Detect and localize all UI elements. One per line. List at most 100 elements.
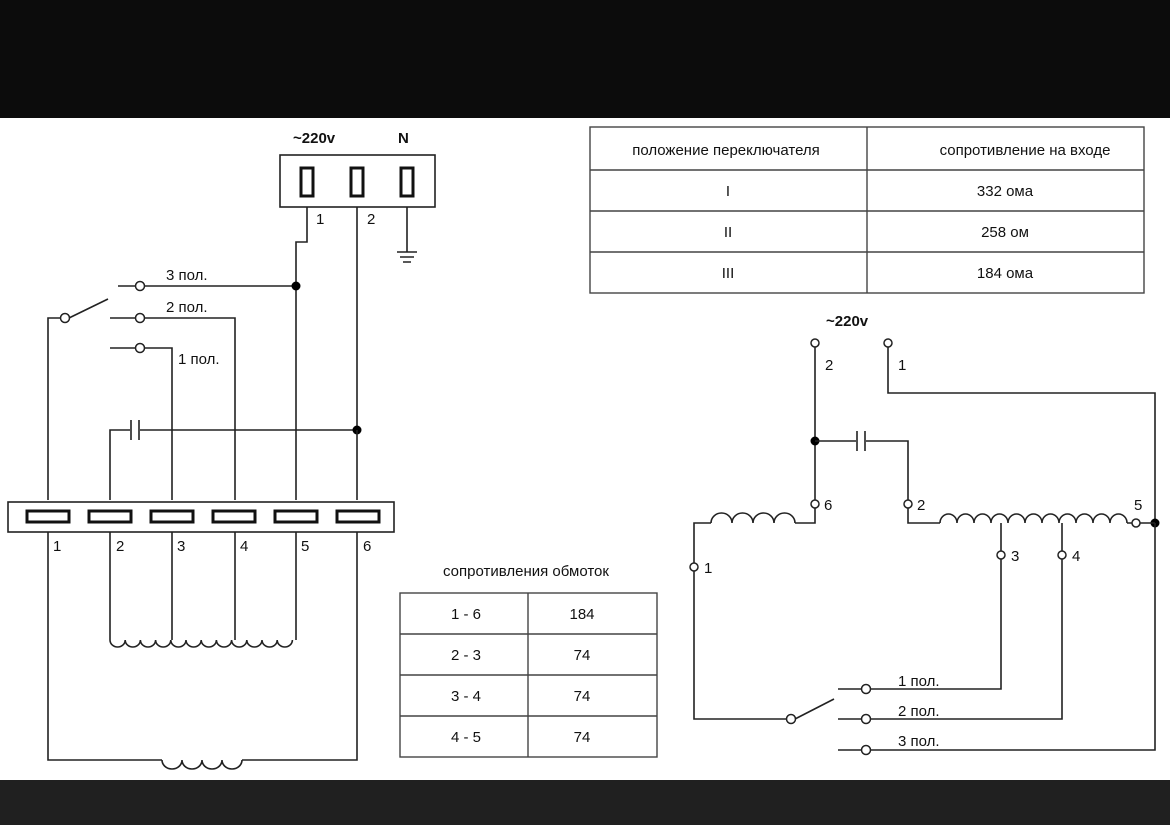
terminal-label-3: 3 — [177, 538, 185, 555]
switch-common-wire — [47, 317, 60, 500]
switch-pos-label-1: 1 пол. — [178, 351, 220, 368]
winding-terminal-3 — [996, 550, 1006, 560]
switch-common-contact — [59, 312, 71, 324]
wire-to-position-1 — [871, 559, 1002, 690]
terminal-6 — [335, 509, 381, 524]
table-cell: 3 - 4 — [451, 688, 481, 705]
socket-pin-label-2: 2 — [367, 211, 375, 228]
winding-terminal-4 — [1057, 550, 1067, 560]
input-terminal-label-2: 2 — [825, 357, 833, 374]
capacitor-wire-right — [866, 440, 909, 500]
table-cell: 1 - 6 — [451, 606, 481, 623]
winding-terminal-2 — [903, 499, 913, 509]
neutral-label: N — [398, 130, 409, 147]
capacitor-symbol — [130, 420, 140, 440]
table-grid — [590, 127, 1144, 293]
terminal-3 — [149, 509, 195, 524]
start-winding-coil — [710, 512, 796, 524]
start-winding-coil — [161, 759, 243, 770]
start-winding-lead-6 — [795, 508, 816, 524]
header-input-resistance: сопротивление на входе — [940, 142, 1111, 159]
terminal-label-5: 5 — [301, 538, 309, 555]
table-cell: 74 — [574, 688, 591, 705]
table-cell: 184 — [569, 606, 594, 623]
table-cell: II — [724, 224, 732, 241]
table-cell: 2 - 3 — [451, 647, 481, 664]
junction-dot — [291, 281, 301, 291]
switch-pos-label-3: 3 пол. — [166, 267, 208, 284]
capacitor-symbol — [856, 431, 866, 451]
winding-terminal-label-2: 2 — [917, 497, 925, 514]
table-cell: 74 — [574, 647, 591, 664]
winding-terminal-label-5: 5 — [1134, 497, 1142, 514]
start-winding-wire-right — [242, 532, 358, 761]
socket-pin-label-1: 1 — [316, 211, 324, 228]
header-switch-position: положение переключателя — [632, 142, 820, 159]
left-supply-label: ~220v — [293, 130, 336, 147]
wire-to-position-2 — [871, 559, 1063, 720]
right-diagram: ~220v 2 1 6 2 1 5 — [689, 313, 1160, 756]
switch-lever — [68, 298, 109, 319]
winding-tap-leads — [1000, 523, 1063, 551]
table-cell: 74 — [574, 729, 591, 746]
switch-pos-label-1: 1 пол. — [898, 673, 940, 690]
start-winding-wire-left — [47, 532, 162, 761]
switch-common-contact — [785, 713, 797, 725]
switch-pos-label-2: 2 пол. — [166, 299, 208, 316]
table-cell: 258 ом — [981, 224, 1029, 241]
bottom-dark-band — [0, 780, 1170, 825]
run-winding-coil — [939, 513, 1128, 524]
winding-table-grid — [400, 593, 657, 757]
socket-pin-1 — [299, 166, 315, 198]
socket-pin-n — [399, 166, 415, 198]
left-diagram: ~220v N 1 2 3 пол. 2 пол. 1 пол. — [7, 130, 436, 770]
winding-terminal-label-1: 1 — [704, 560, 712, 577]
winding-terminal-label-6: 6 — [824, 497, 832, 514]
switch-wire-1 — [110, 347, 173, 500]
table-cell: 4 - 5 — [451, 729, 481, 746]
terminal-label-6: 6 — [363, 538, 371, 555]
table-cell: III — [722, 265, 735, 282]
winding-terminal-1 — [689, 562, 699, 572]
terminal-label-4: 4 — [240, 538, 248, 555]
winding-terminal-label-4: 4 — [1072, 548, 1080, 565]
run-winding-coil — [109, 639, 294, 648]
capacitor-wire-left — [109, 429, 130, 500]
right-supply-label: ~220v — [826, 313, 869, 330]
input-terminal-label-1: 1 — [898, 357, 906, 374]
switch-pos-label-2: 2 пол. — [898, 703, 940, 720]
input-terminal-1 — [883, 338, 893, 348]
switch-wire-2 — [110, 317, 236, 500]
switch-contact-3 — [860, 744, 872, 756]
switch-pos-label-3: 3 пол. — [898, 733, 940, 750]
winding-table-title: сопротивления обмоток — [443, 563, 609, 580]
terminal-block — [7, 501, 395, 533]
supply-wire-1 — [295, 207, 308, 286]
winding-leads — [109, 532, 297, 640]
terminal-1 — [25, 509, 71, 524]
switch-contact-1 — [860, 683, 872, 695]
switch-lever — [794, 698, 835, 720]
terminal-2 — [87, 509, 133, 524]
input-wire-1 — [887, 347, 1156, 523]
terminal-label-2: 2 — [116, 538, 124, 555]
switch-contact-stubs — [838, 688, 861, 751]
wire-to-position-3 — [866, 523, 1156, 751]
ground-symbol — [397, 207, 417, 263]
switch-contact-2 — [134, 312, 146, 324]
input-resistance-table: положение переключателя сопротивление на… — [589, 126, 1145, 294]
run-winding-lead-2 — [907, 508, 940, 524]
switch-contact-3 — [134, 280, 146, 292]
terminal-5 — [273, 509, 319, 524]
table-cell: I — [726, 183, 730, 200]
terminal-4 — [211, 509, 257, 524]
winding-terminal-6 — [810, 499, 820, 509]
table-cell: 332 ома — [977, 183, 1034, 200]
switch-common-wire — [693, 571, 786, 720]
winding-terminal-5 — [1131, 518, 1141, 528]
winding-resistance-table: сопротивления обмоток 1 - 6 184 2 - 3 74… — [399, 563, 658, 758]
table-cell: 184 ома — [977, 265, 1034, 282]
input-terminal-2 — [810, 338, 820, 348]
